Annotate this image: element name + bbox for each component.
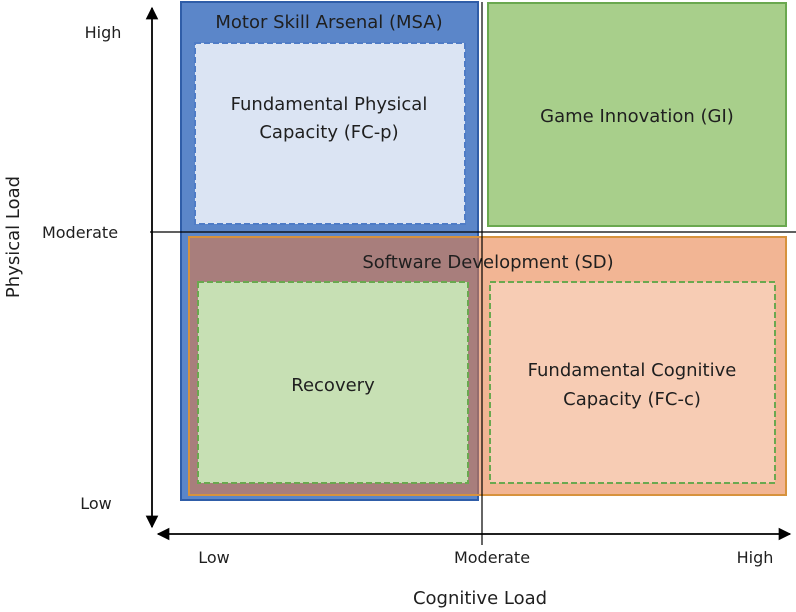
fcc-label-line2: Capacity (FC-c): [563, 389, 701, 410]
y-tick-high: High: [85, 23, 122, 42]
gi-label: Game Innovation (GI): [540, 106, 734, 127]
fcc-region: [489, 281, 776, 484]
y-tick-moderate: Moderate: [42, 223, 118, 242]
recovery-region: [197, 281, 469, 484]
fcc-label-line1: Fundamental Cognitive: [528, 360, 737, 381]
fcp-label-line2: Capacity (FC-p): [259, 122, 398, 143]
fcp-label-line1: Fundamental Physical: [231, 94, 428, 115]
gi-region: [487, 2, 787, 227]
x-axis-title: Cognitive Load: [413, 588, 547, 609]
x-tick-low: Low: [198, 548, 230, 567]
msa-label: Motor Skill Arsenal (MSA): [215, 12, 442, 33]
sd-label: Software Development (SD): [362, 252, 613, 273]
recovery-label: Recovery: [291, 375, 375, 396]
x-tick-moderate: Moderate: [454, 548, 530, 567]
y-axis-title: Physical Load: [3, 176, 24, 298]
fcp-region: [194, 42, 466, 225]
x-tick-high: High: [737, 548, 774, 567]
y-tick-low: Low: [80, 494, 112, 513]
